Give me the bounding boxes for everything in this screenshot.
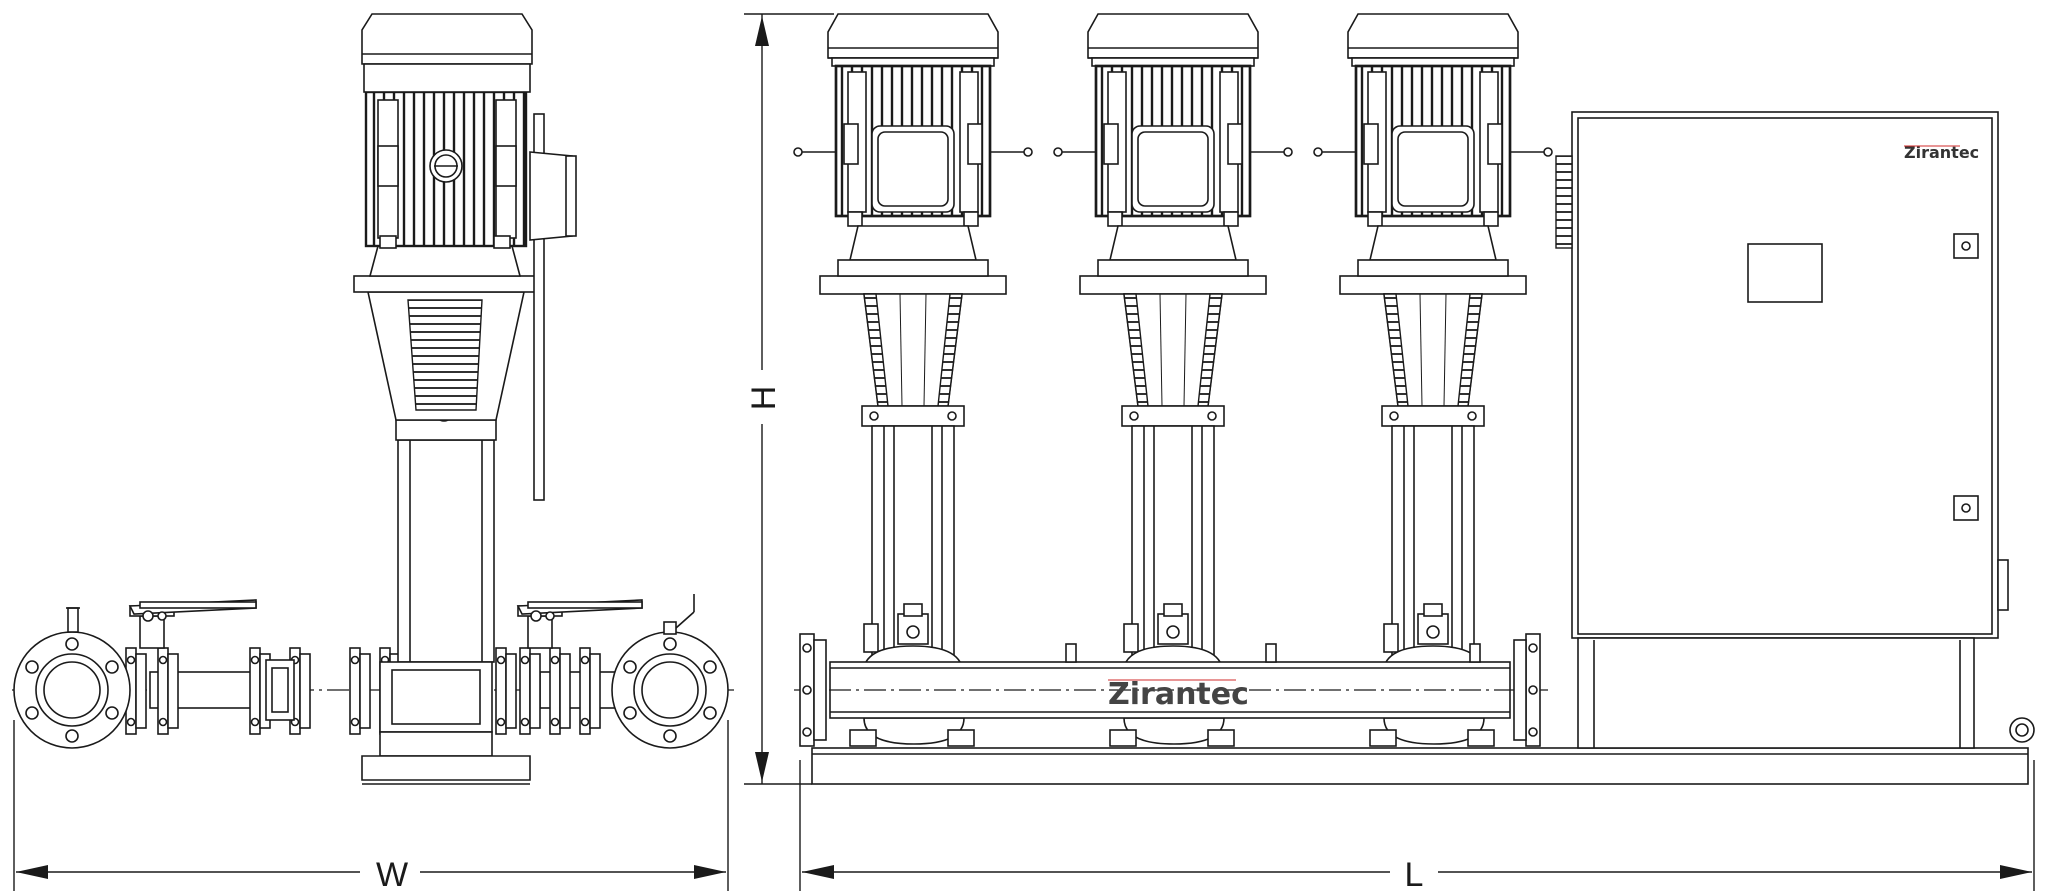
butterfly-valve-right bbox=[516, 599, 643, 649]
width-label: W bbox=[376, 856, 408, 891]
dimension-width: W bbox=[13, 720, 729, 891]
side-view bbox=[12, 13, 738, 785]
pump-unit-3 bbox=[1312, 12, 1554, 676]
butterfly-valve-left bbox=[128, 599, 257, 649]
dimension-length: L bbox=[799, 760, 2035, 891]
height-label: H bbox=[745, 386, 783, 411]
pump-unit-1 bbox=[792, 12, 1034, 676]
control-panel: Zirantec bbox=[1555, 111, 2009, 749]
length-label: L bbox=[1405, 856, 1424, 891]
front-view: Zirantec Zirantec bbox=[792, 12, 2035, 785]
pump-unit-2 bbox=[1052, 12, 1294, 676]
panel-logo: Zirantec bbox=[1904, 143, 1979, 162]
manifold-logo: Zirantec bbox=[1108, 677, 1249, 712]
